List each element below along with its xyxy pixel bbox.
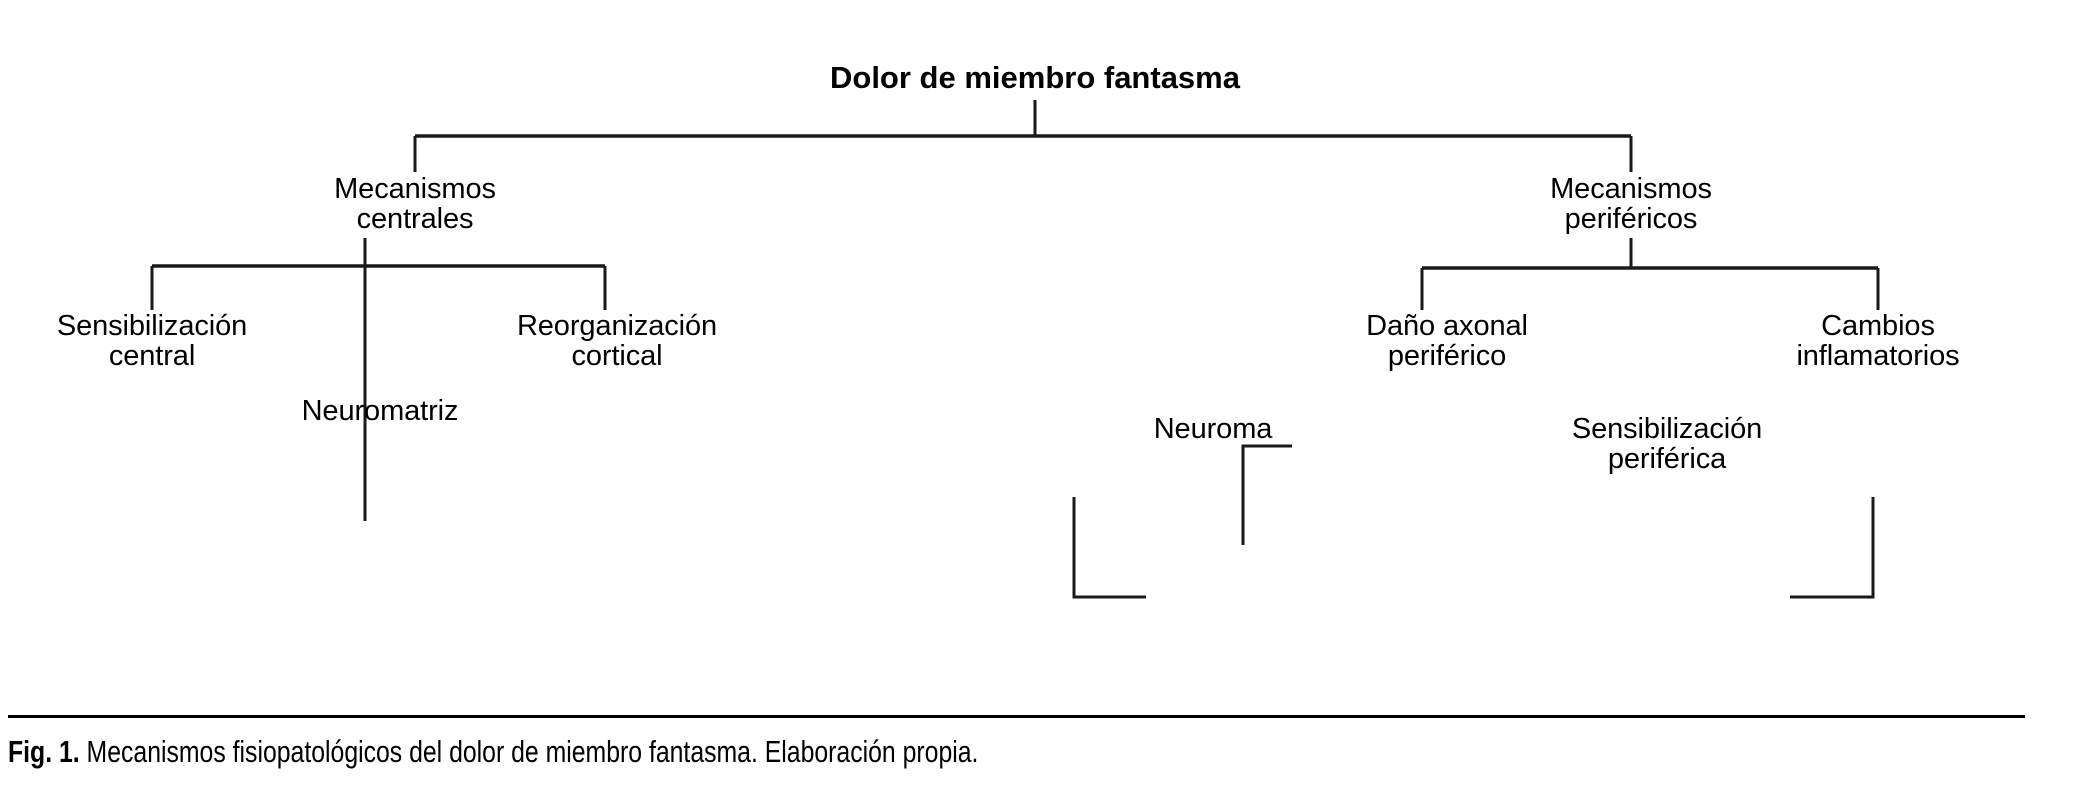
node-neuromatriz-label: Neuromatriz — [301, 395, 459, 427]
caption-divider — [8, 715, 2025, 718]
node-root-label: Dolor de miembro fantasma — [830, 60, 1240, 95]
caption-body-text: Mecanismos fisiopatológicos del dolor de… — [79, 734, 979, 769]
caption-figure-number: Fig. 1. — [8, 734, 80, 769]
node-mecanismos-centrales-label: Mecanismos centrales — [334, 173, 496, 236]
node-sensibilizacion-central-label: Sensibilización central — [56, 310, 248, 373]
flowchart-connectors — [150, 100, 1880, 599]
figure-caption: Fig. 1. Mecanismos fisiopatológicos del … — [8, 734, 1640, 770]
node-reorganizacion-cortical-label: Reorganización cortical — [516, 310, 718, 373]
node-neuroma-label: Neuroma — [1153, 413, 1273, 445]
connector-dano-axonal-to-sensibilizacion — [1072, 497, 1146, 599]
node-dano-axonal-periferico-label: Daño axonal periférico — [1366, 310, 1528, 373]
connector-dano-axonal-to-neuroma — [1241, 444, 1292, 545]
node-cambios-inflamatorios-label: Cambios inflamatorios — [1796, 310, 1960, 373]
connector-cambios-to-sensibilizacion — [1790, 497, 1875, 599]
node-sensibilizacion-periferica-label: Sensibilización periférica — [1571, 413, 1763, 476]
node-mecanismos-perifericos-label: Mecanismos periféricos — [1550, 173, 1712, 236]
